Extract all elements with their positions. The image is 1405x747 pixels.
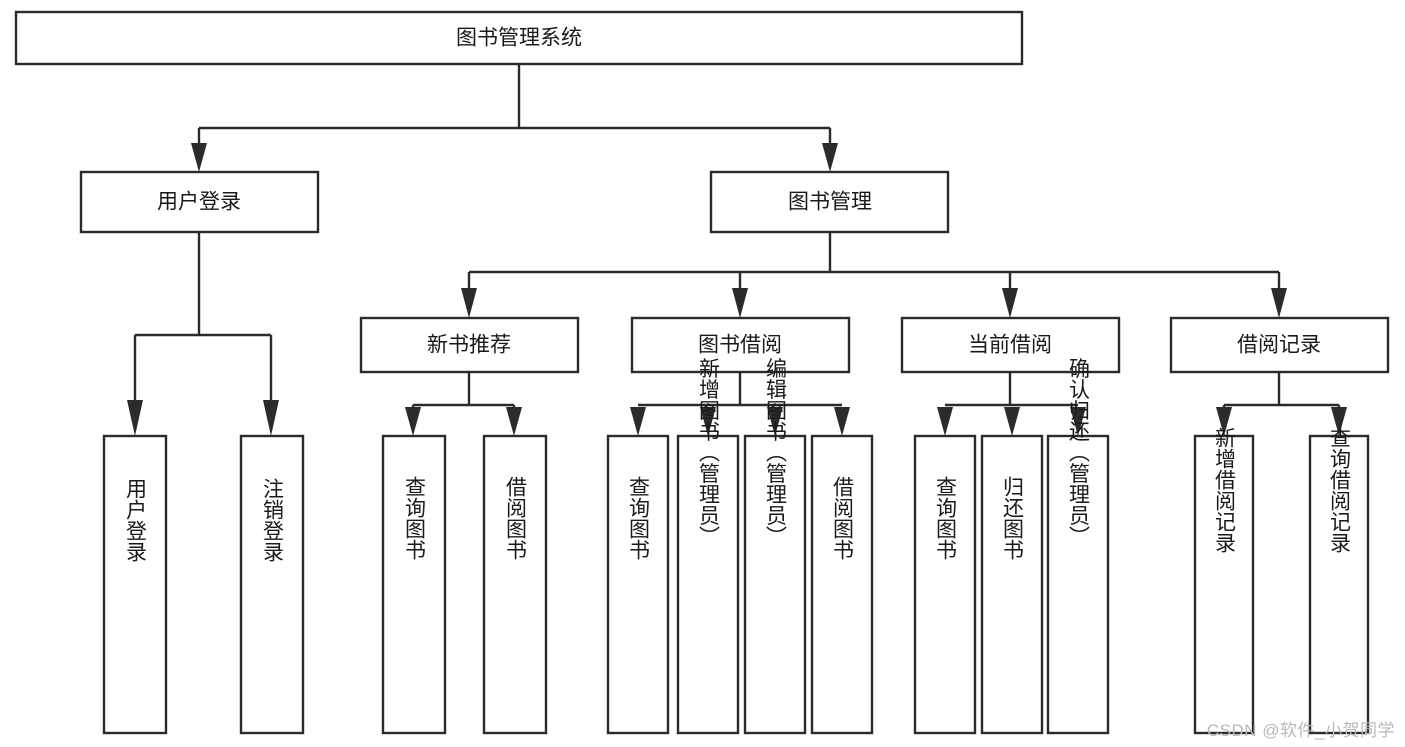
leaf-confirm-return[interactable]: 确认归还（管理员） [1046,358,1110,735]
node-current-borrow-box[interactable] [900,316,1121,374]
leaf-borrow-book-2-label: 借阅图书 [831,476,855,560]
node-new-book-recommend-label: 新书推荐 [427,334,511,357]
arrow-head-current-borrow [1002,288,1018,318]
arrow-head-leaf-borrow-book-1 [506,407,522,436]
leaf-logout-login-box[interactable] [239,434,305,735]
node-current-borrow[interactable]: 当前借阅 [900,316,1121,374]
connector-group-borrow-record [1216,372,1347,436]
leaf-confirm-return-label: 确认归还（管理员） [1067,358,1091,547]
node-borrow-record-label: 借阅记录 [1237,334,1321,357]
leaf-query-book-1[interactable]: 查询图书 [381,434,447,735]
leaf-edit-book-box[interactable] [743,434,807,735]
leaf-edit-book[interactable]: 编辑图书（管理员） [743,358,807,735]
leaf-query-book-2[interactable]: 查询图书 [606,434,670,735]
leaf-query-book-2-box[interactable] [606,434,670,735]
leaf-logout-login-label: 注销登录 [261,478,285,562]
node-new-book-recommend[interactable]: 新书推荐 [359,316,580,374]
leaf-add-book-label: 新增图书（管理员） [697,358,721,547]
connector-group-new-book-recommend [405,372,522,436]
leaf-query-book-1-box[interactable] [381,434,447,735]
arrow-head-leaf-add-record [1216,407,1232,436]
node-user-login-box[interactable] [79,170,320,234]
leaf-borrow-book-1-box[interactable] [482,434,548,735]
node-book-borrow[interactable]: 图书借阅 [630,316,851,374]
arrow-head-user-login [191,143,207,172]
leaf-add-record-box[interactable] [1193,434,1255,735]
node-root[interactable]: 图书管理系统 [14,10,1024,66]
node-book-manage-box[interactable] [709,170,950,234]
leaf-query-record[interactable]: 查询借阅记录 [1308,427,1370,735]
leaf-query-book-3[interactable]: 查询图书 [913,434,977,735]
leaf-query-book-3-box[interactable] [913,434,977,735]
leaf-query-record-label: 查询借阅记录 [1328,427,1352,553]
node-root-box[interactable] [14,10,1024,66]
connector-group-root [191,64,838,172]
leaf-add-record[interactable]: 新增借阅记录 [1193,427,1255,735]
connector-group-book-manage [461,232,1287,318]
leaf-query-record-box[interactable] [1308,434,1370,735]
leaf-user-login[interactable]: 用户登录 [102,434,168,735]
node-book-manage[interactable]: 图书管理 [709,170,950,234]
leaf-return-book-box[interactable] [980,434,1044,735]
arrow-head-leaf-query-book-3 [937,407,953,436]
arrow-head-leaf-query-book-2 [630,407,646,436]
leaf-return-book-label: 归还图书 [1001,476,1025,560]
node-book-borrow-label: 图书借阅 [698,334,782,357]
arrow-head-leaf-confirm-return [1070,407,1086,436]
arrow-head-leaf-edit-book [767,407,783,436]
node-borrow-record-box[interactable] [1169,316,1390,374]
arrow-head-leaf-return-book [1004,407,1020,436]
leaf-query-book-3-label: 查询图书 [934,476,958,560]
leaf-add-record-label: 新增借阅记录 [1213,427,1237,553]
connector-group-book-borrow [630,372,850,436]
node-current-borrow-label: 当前借阅 [968,334,1052,357]
arrow-head-leaf-query-record [1331,407,1347,436]
leaf-user-login-box[interactable] [102,434,168,735]
leaf-user-login-label: 用户登录 [124,478,148,562]
node-user-login[interactable]: 用户登录 [79,170,320,234]
leaf-borrow-book-2-box[interactable] [810,434,874,735]
node-new-book-recommend-box[interactable] [359,316,580,374]
arrow-head-leaf-borrow-book-2 [834,407,850,436]
leaf-borrow-book-1-label: 借阅图书 [504,476,528,560]
arrow-head-leaf-logout-login [263,400,279,436]
arrow-head-book-manage [822,143,838,172]
leaf-edit-book-label: 编辑图书（管理员） [764,358,788,547]
leaf-logout-login[interactable]: 注销登录 [239,434,305,735]
connector-group-user-login [127,232,279,436]
leaf-borrow-book-2[interactable]: 借阅图书 [810,434,874,735]
leaf-confirm-return-box[interactable] [1046,434,1110,735]
node-user-login-label: 用户登录 [157,191,241,214]
leaf-add-book[interactable]: 新增图书（管理员） [676,358,740,735]
arrow-head-book-borrow [732,288,748,318]
connector-group-current-borrow [937,372,1086,436]
arrow-head-leaf-query-book-1 [405,407,421,436]
leaf-borrow-book-1[interactable]: 借阅图书 [482,434,548,735]
node-borrow-record[interactable]: 借阅记录 [1169,316,1390,374]
arrow-head-new-book-recommend [461,288,477,318]
arrow-head-leaf-add-book [700,407,716,436]
arrow-head-borrow-record [1271,288,1287,318]
leaf-query-book-2-label: 查询图书 [627,476,651,560]
leaf-return-book[interactable]: 归还图书 [980,434,1044,735]
node-book-borrow-box[interactable] [630,316,851,374]
leaf-add-book-box[interactable] [676,434,740,735]
leaf-query-book-1-label: 查询图书 [403,476,427,560]
node-root-label: 图书管理系统 [456,27,582,50]
node-book-manage-label: 图书管理 [788,191,872,214]
arrow-head-leaf-user-login [127,400,143,436]
